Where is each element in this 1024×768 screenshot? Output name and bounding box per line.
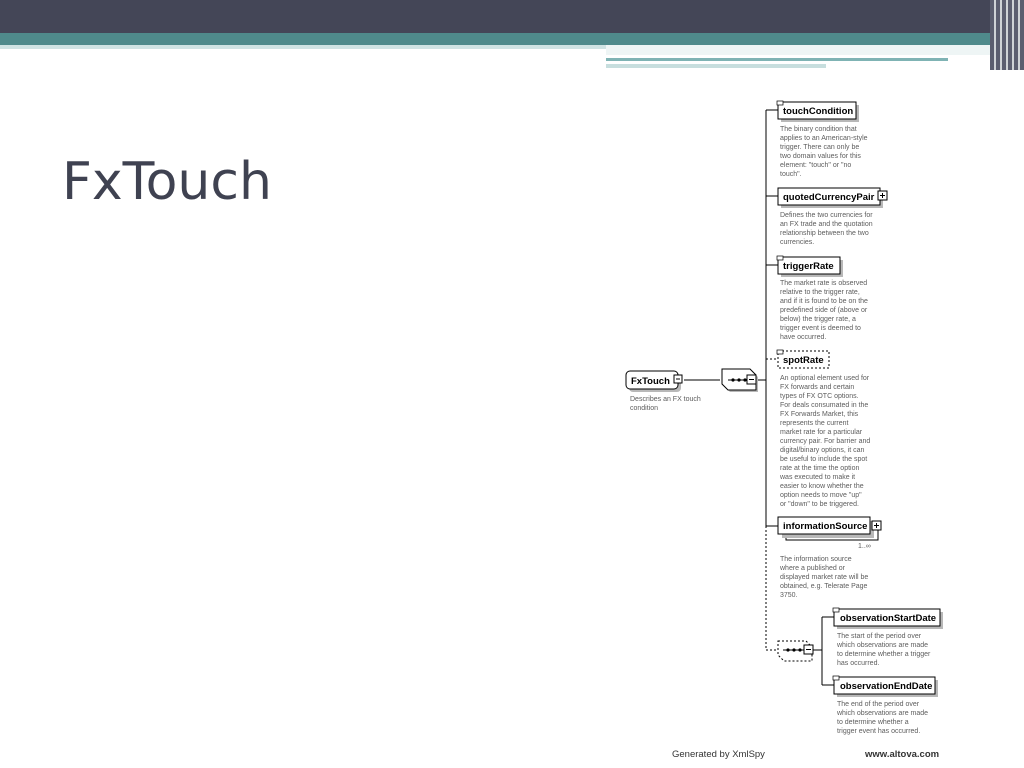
doc-line: relative to the trigger rate, — [780, 289, 860, 296]
doc-line: obtained, e.g. Telerate Page — [780, 583, 868, 590]
doc-line: Defines the two currencies for — [780, 212, 873, 219]
element-observation-end-date[interactable]: observationEndDate — [832, 675, 938, 697]
corner-decoration — [990, 0, 1024, 70]
expand-plus-icon[interactable] — [877, 190, 888, 201]
element-observation-start-date[interactable]: observationStartDate — [832, 607, 943, 629]
multiplicity-label: 1..∞ — [858, 543, 871, 550]
doc-line: below) the trigger rate, a — [780, 316, 856, 323]
element-spot-rate[interactable]: spotRate — [776, 349, 830, 369]
doc-line: trigger. There can only be — [780, 144, 859, 151]
element-annotation-icon — [776, 349, 784, 355]
doc-line: element: "touch" or "no — [780, 162, 851, 169]
doc-line: The information source — [780, 556, 852, 563]
element-quoted-currency-pair[interactable]: quotedCurrencyPair — [777, 187, 883, 208]
doc-line: displayed market rate will be — [780, 574, 868, 581]
root-element-label: FxTouch — [631, 376, 670, 387]
collapse-minus-icon[interactable] — [746, 374, 757, 385]
doc-line: represents the current — [780, 420, 849, 427]
teal-stripe — [606, 58, 948, 61]
top-bar — [0, 0, 1024, 33]
doc-line: The binary condition that — [780, 126, 857, 133]
doc-line: currency pair. For barrier and — [780, 438, 870, 445]
doc-line: trigger event has occurred. — [837, 728, 920, 735]
doc-line: relationship between the two — [780, 230, 869, 237]
expand-plus-icon[interactable] — [871, 520, 882, 531]
doc-line: FX forwards and certain — [780, 384, 854, 391]
doc-line: and if it is found to be on the — [780, 298, 868, 305]
doc-line: easier to know whether the — [780, 483, 864, 490]
collapse-minus-icon[interactable] — [673, 374, 683, 384]
doc-line: to determine whether a — [837, 719, 909, 726]
doc-line: FX Forwards Market, this — [780, 411, 859, 418]
doc-line: be useful to include the spot — [780, 456, 867, 463]
element-label: triggerRate — [783, 261, 834, 272]
doc-line: digital/binary options, it can — [780, 447, 865, 454]
root-doc-line-2: condition — [630, 405, 658, 412]
light-band — [0, 45, 606, 49]
doc-line: has occurred. — [837, 660, 879, 667]
element-annotation-icon — [776, 255, 784, 261]
doc-line: which observations are made — [836, 642, 928, 649]
doc-line: where a published or — [779, 565, 846, 572]
root-element-fxtouch[interactable]: FxTouch — [625, 370, 681, 392]
element-annotation-icon — [832, 607, 840, 613]
site-label: www.altova.com — [864, 749, 939, 760]
element-information-source[interactable]: informationSource — [777, 516, 879, 541]
doc-line: An optional element used for — [780, 375, 870, 382]
doc-line: 3750. — [780, 592, 798, 599]
doc-line: predefined side of (above or — [780, 307, 868, 314]
doc-line: The end of the period over — [837, 701, 920, 708]
collapse-minus-icon[interactable] — [803, 644, 814, 655]
doc-line: have occurred. — [780, 334, 826, 341]
teal-band — [0, 33, 1024, 45]
doc-line: trigger event is deemed to — [780, 325, 861, 332]
generated-by-label: Generated by XmlSpy — [672, 749, 765, 760]
element-label: touchCondition — [783, 106, 853, 117]
doc-line: which observations are made — [836, 710, 928, 717]
light-band-right — [606, 45, 1024, 55]
element-label: quotedCurrencyPair — [783, 192, 875, 203]
element-annotation-icon — [832, 675, 840, 681]
doc-line: touch". — [780, 171, 802, 178]
element-label: observationStartDate — [840, 613, 936, 624]
doc-line: rate at the time the option — [780, 465, 859, 472]
doc-line: For deals consumated in the — [780, 402, 868, 409]
element-annotation-icon — [776, 100, 784, 106]
connector-lines — [684, 109, 834, 686]
doc-line: types of FX OTC options. — [780, 393, 859, 400]
doc-line: two domain values for this — [780, 153, 861, 160]
doc-line: to determine whether a trigger — [837, 651, 931, 658]
root-doc-line-1: Describes an FX touch — [630, 396, 701, 403]
element-label: spotRate — [783, 355, 824, 366]
doc-line: an FX trade and the quotation — [780, 221, 873, 228]
doc-line: or "down" to be triggered. — [780, 501, 859, 508]
doc-line: market rate for a particular — [780, 429, 863, 436]
element-touch-condition[interactable]: touchCondition — [776, 100, 859, 122]
light-stripe — [606, 64, 826, 68]
slide-title: FxTouch — [62, 152, 272, 212]
element-label: observationEndDate — [840, 681, 932, 692]
element-label: informationSource — [783, 521, 867, 532]
doc-line: The market rate is observed — [780, 280, 867, 287]
doc-line: option needs to move "up" — [780, 492, 862, 499]
element-trigger-rate[interactable]: triggerRate — [776, 255, 843, 277]
doc-line: The start of the period over — [837, 633, 922, 640]
doc-line: currencies. — [780, 239, 814, 246]
doc-line: was executed to make it — [779, 474, 855, 481]
doc-line: applies to an American-style — [780, 135, 868, 142]
